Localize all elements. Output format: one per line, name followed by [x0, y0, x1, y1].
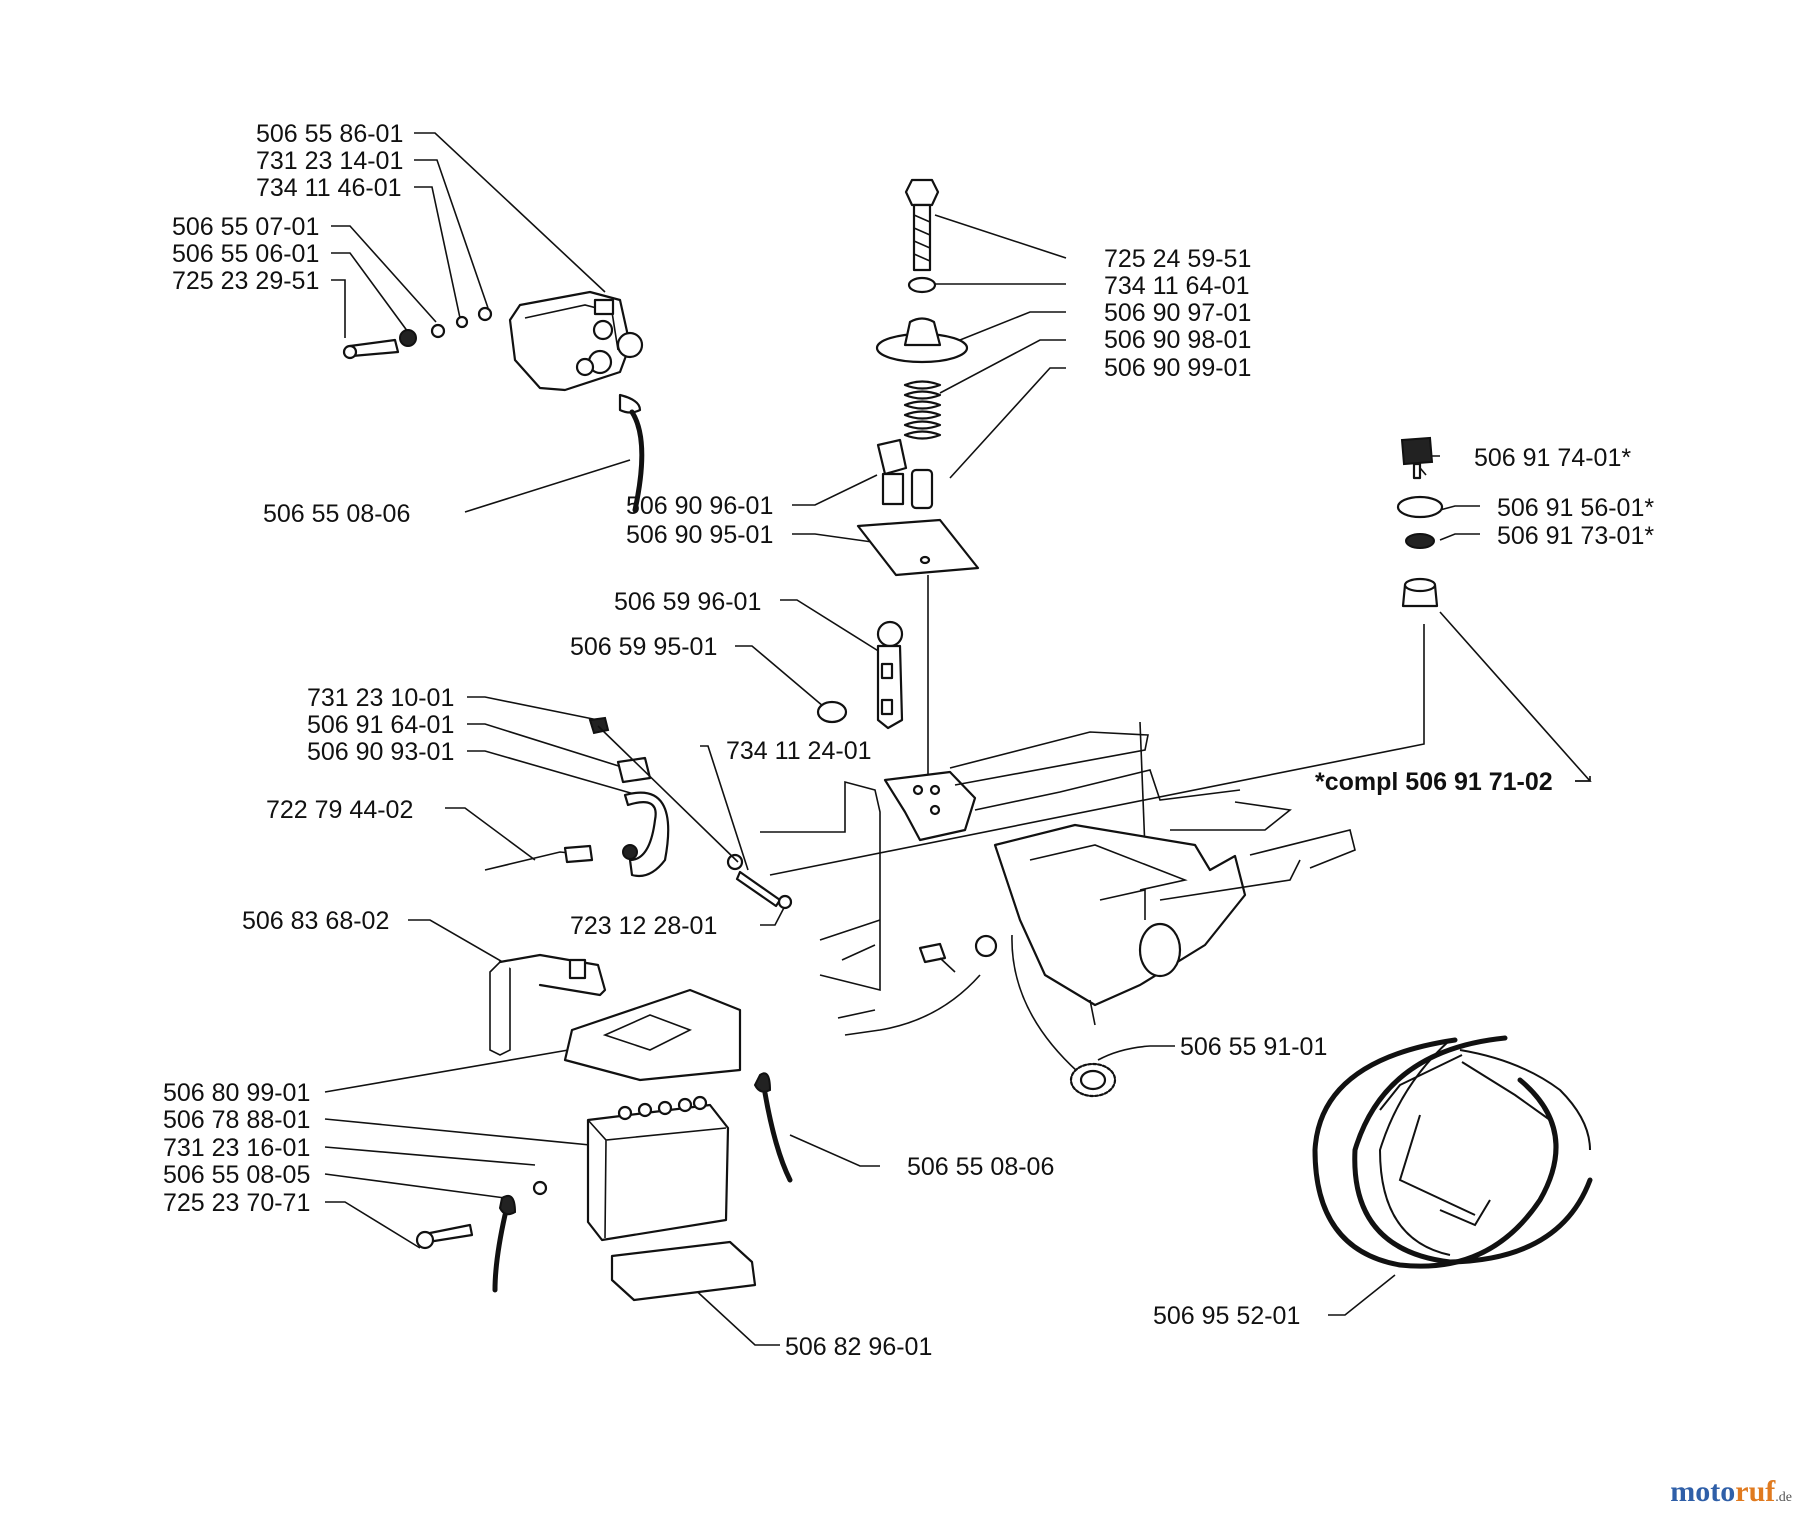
label-734-11-46-01: 734 11 46-01	[256, 174, 402, 202]
label-731-23-16-01: 731 23 16-01	[163, 1134, 310, 1162]
label-725-24-59-51: 725 24 59-51	[1104, 245, 1251, 273]
lever-illustration	[816, 620, 904, 730]
wiring-harness-illustration	[1312, 1035, 1593, 1269]
label-506-55-86-01: 506 55 86-01	[256, 120, 403, 148]
label-506-90-93-01: 506 90 93-01	[307, 738, 454, 766]
label-506-90-98-01: 506 90 98-01	[1104, 326, 1251, 354]
label-506-95-52-01: 506 95 52-01	[1153, 1302, 1300, 1330]
label-725-23-70-71: 725 23 70-71	[163, 1189, 310, 1217]
solenoid-illustration	[342, 290, 645, 513]
label-731-23-10-01: 731 23 10-01	[307, 684, 454, 712]
watermark-part1: moto	[1670, 1475, 1736, 1508]
label-506-91-64-01: 506 91 64-01	[307, 711, 454, 739]
label-506-59-96-01: 506 59 96-01	[614, 588, 761, 616]
label-506-91-73-01: 506 91 73-01*	[1497, 522, 1654, 550]
part-labels: 506 55 86-01 731 23 14-01 734 11 46-01 5…	[163, 120, 1654, 1361]
label-506-90-95-01: 506 90 95-01	[626, 521, 773, 549]
label-506-55-08-06-top: 506 55 08-06	[263, 500, 410, 528]
label-734-11-24-01: 734 11 24-01	[726, 737, 872, 765]
label-734-11-64-01: 734 11 64-01	[1104, 272, 1250, 300]
frame-illustration	[760, 721, 1356, 1036]
label-731-23-14-01: 731 23 14-01	[256, 147, 403, 175]
label-506-55-08-06-bottom: 506 55 08-06	[907, 1153, 1054, 1181]
label-506-90-99-01: 506 90 99-01	[1104, 354, 1251, 382]
label-725-23-29-51: 725 23 29-51	[172, 267, 319, 295]
label-506-78-88-01: 506 78 88-01	[163, 1106, 310, 1134]
label-506-55-91-01: 506 55 91-01	[1180, 1033, 1327, 1061]
label-506-55-07-01: 506 55 07-01	[172, 213, 319, 241]
watermark-part3: .de	[1775, 1490, 1792, 1505]
label-compl-506-91-71-02: *compl 506 91 71-02	[1315, 768, 1553, 796]
ignition-switch-illustration	[1396, 436, 1444, 608]
watermark-logo: motoruf.de	[1670, 1475, 1792, 1509]
gear-illustration	[1069, 1062, 1117, 1098]
label-723-12-28-01: 723 12 28-01	[570, 912, 717, 940]
watermark-part2: ruf	[1735, 1475, 1776, 1508]
label-506-82-96-01: 506 82 96-01	[785, 1333, 932, 1361]
label-506-91-74-01: 506 91 74-01*	[1474, 444, 1631, 472]
label-506-55-08-05: 506 55 08-05	[163, 1161, 310, 1189]
label-506-83-68-02: 506 83 68-02	[242, 907, 389, 935]
label-506-90-96-01: 506 90 96-01	[626, 492, 773, 520]
pedal-stack-illustration	[856, 178, 980, 780]
label-506-59-95-01: 506 59 95-01	[570, 633, 717, 661]
label-506-55-06-01: 506 55 06-01	[172, 240, 319, 268]
label-506-80-99-01: 506 80 99-01	[163, 1079, 310, 1107]
label-506-90-97-01: 506 90 97-01	[1104, 299, 1251, 327]
battery-illustration	[415, 953, 793, 1302]
micro-switch-illustration	[484, 716, 793, 910]
label-722-79-44-02: 722 79 44-02	[266, 796, 413, 824]
label-506-91-56-01: 506 91 56-01*	[1497, 494, 1654, 522]
